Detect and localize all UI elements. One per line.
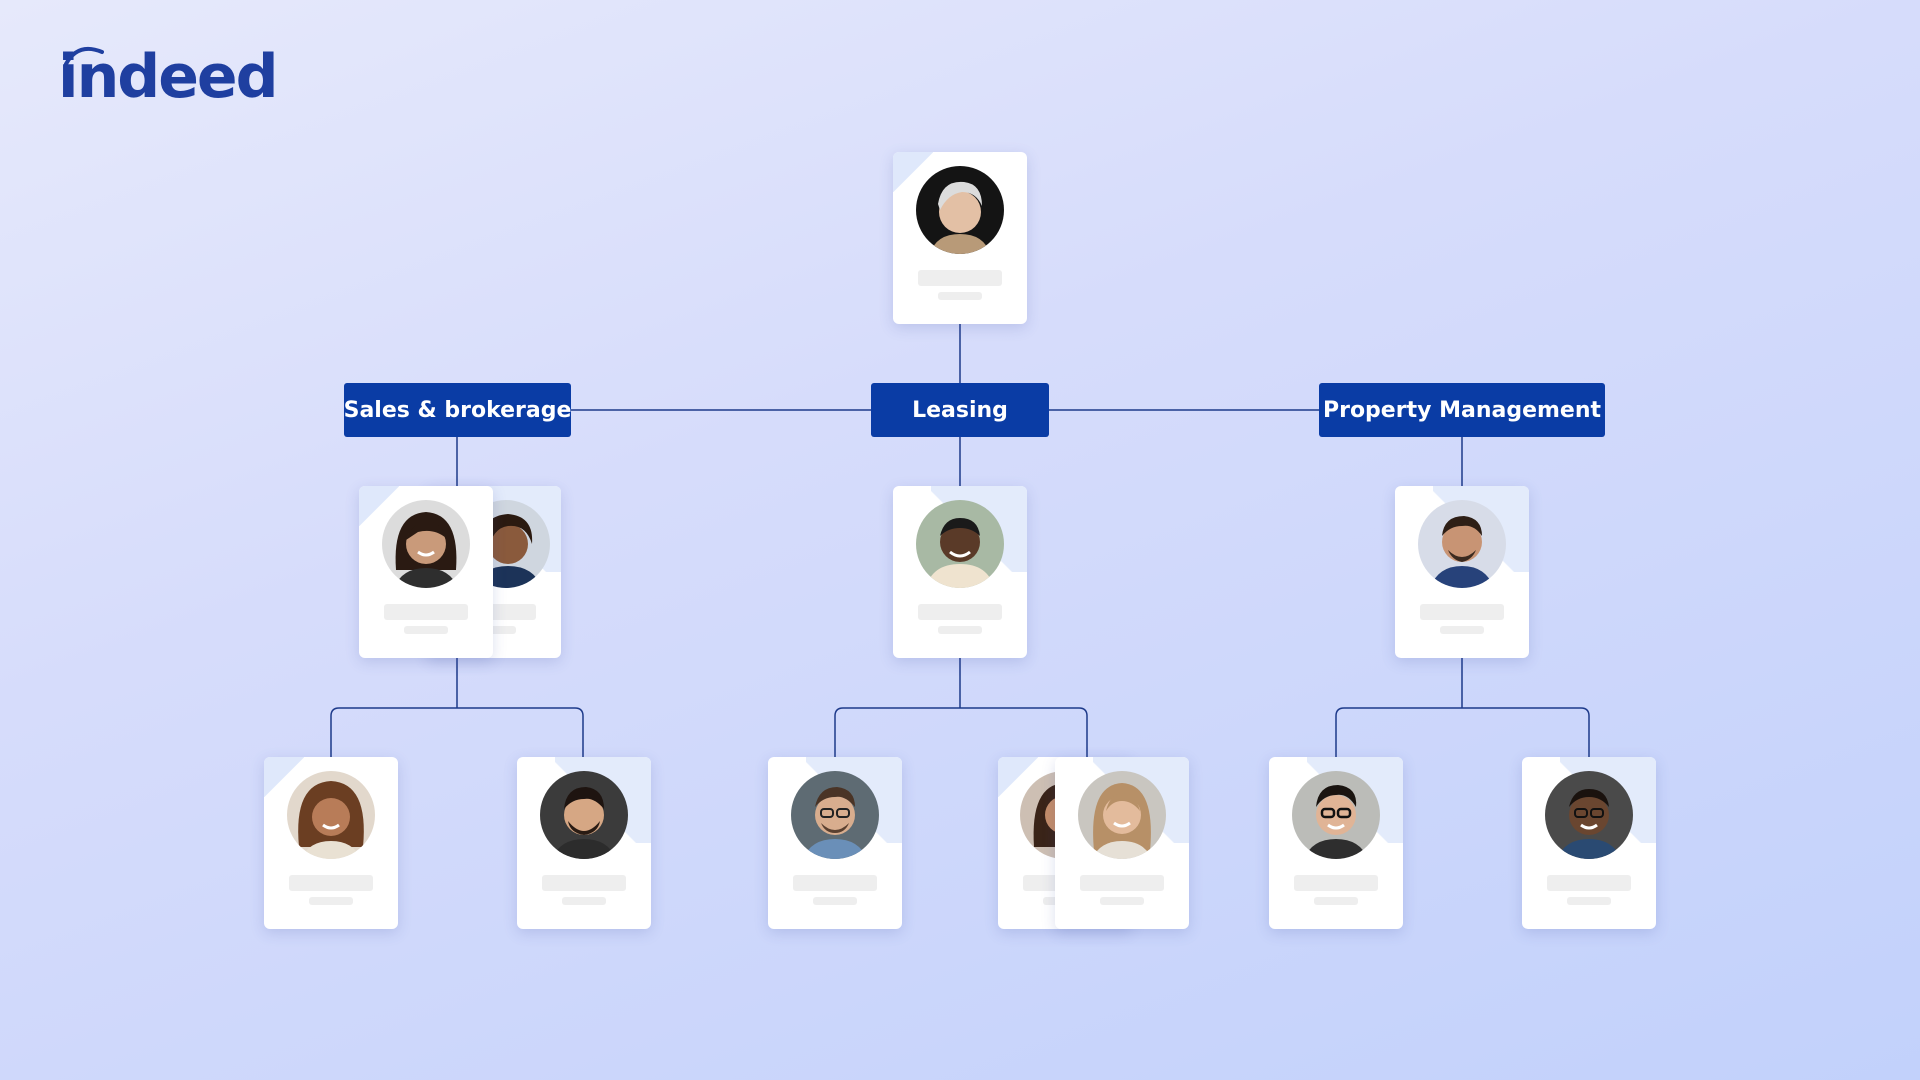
name-placeholder — [918, 270, 1002, 286]
person-card-sales-report-2[interactable] — [517, 757, 651, 929]
avatar-sales-report-1 — [287, 771, 375, 859]
name-placeholder — [1547, 875, 1631, 891]
avatar-sales-manager — [382, 500, 470, 588]
person-card-sales-manager[interactable] — [359, 486, 493, 658]
title-placeholder — [938, 626, 982, 634]
avatar-property-manager — [1418, 500, 1506, 588]
title-placeholder — [1567, 897, 1611, 905]
title-placeholder — [562, 897, 606, 905]
person-card-leasing-manager[interactable] — [893, 486, 1027, 658]
title-placeholder — [813, 897, 857, 905]
title-placeholder — [1440, 626, 1484, 634]
connector-leasing-reports — [835, 658, 1087, 757]
name-placeholder — [1080, 875, 1164, 891]
avatar-leasing-report-1 — [791, 771, 879, 859]
name-placeholder — [542, 875, 626, 891]
avatar-property-report-1 — [1292, 771, 1380, 859]
title-placeholder — [1314, 897, 1358, 905]
avatar-leasing-report-2 — [1078, 771, 1166, 859]
name-placeholder — [289, 875, 373, 891]
title-placeholder — [1100, 897, 1144, 905]
person-card-leasing-report-2[interactable] — [1055, 757, 1189, 929]
avatar-sales-report-2 — [540, 771, 628, 859]
person-card-sales-report-1[interactable] — [264, 757, 398, 929]
person-card-property-report-2[interactable] — [1522, 757, 1656, 929]
person-card-property-manager[interactable] — [1395, 486, 1529, 658]
avatar-executive — [916, 166, 1004, 254]
name-placeholder — [918, 604, 1002, 620]
connector-property-reports — [1336, 658, 1589, 757]
name-placeholder — [384, 604, 468, 620]
person-card-property-report-1[interactable] — [1269, 757, 1403, 929]
title-placeholder — [938, 292, 982, 300]
name-placeholder — [1294, 875, 1378, 891]
dept-property-management: Property Management — [1319, 383, 1605, 437]
name-placeholder — [793, 875, 877, 891]
person-card-executive[interactable] — [893, 152, 1027, 324]
dept-leasing: Leasing — [871, 383, 1049, 437]
indeed-logo[interactable]: indeed — [58, 42, 277, 112]
title-placeholder — [404, 626, 448, 634]
title-placeholder — [309, 897, 353, 905]
dept-sales-brokerage: Sales & brokerage — [344, 383, 571, 437]
avatar-property-report-2 — [1545, 771, 1633, 859]
avatar-leasing-manager — [916, 500, 1004, 588]
name-placeholder — [1420, 604, 1504, 620]
connector-sales-reports — [331, 658, 583, 757]
person-card-leasing-report-1[interactable] — [768, 757, 902, 929]
